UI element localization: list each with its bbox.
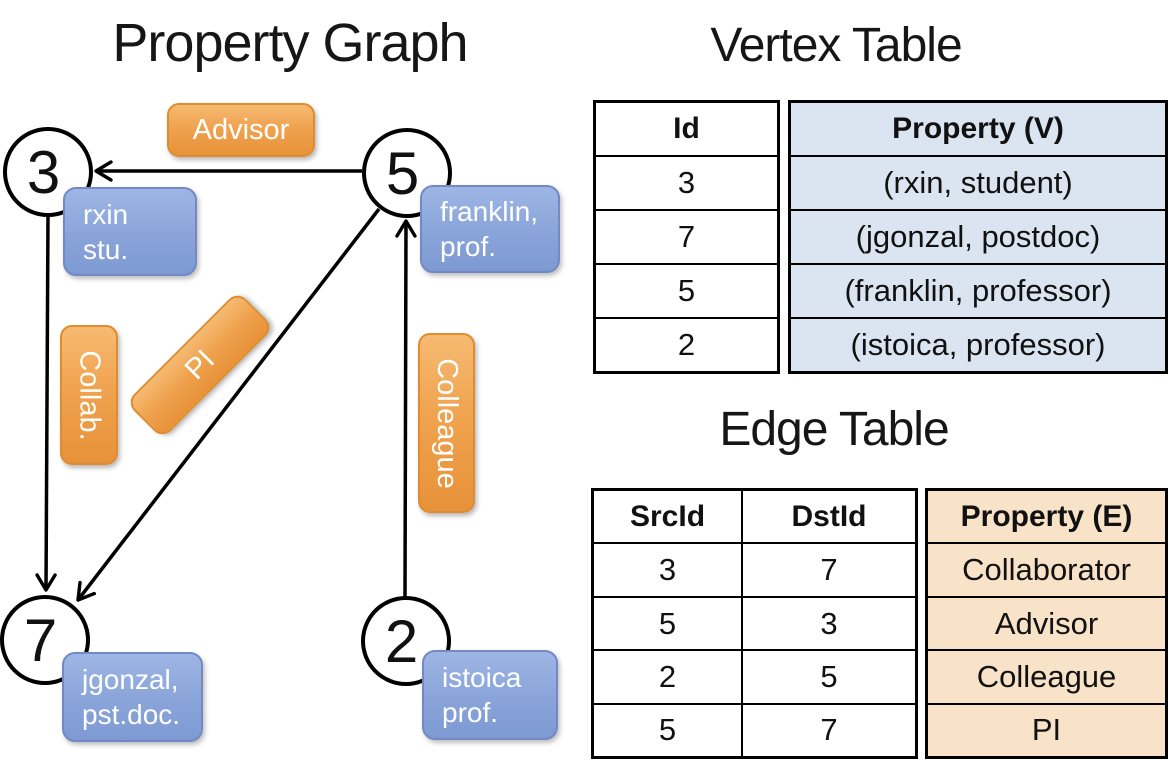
vertex-node-5: 5 — [362, 128, 452, 218]
table-row: (istoica, professor) — [791, 317, 1165, 371]
edge-property-cell: Collaborator — [962, 552, 1131, 588]
vertex-node-3-id: 3 — [26, 138, 61, 206]
table-row: 3 7 — [594, 542, 915, 596]
edge-table-srcid-header: SrcId — [594, 491, 743, 543]
edge-property-cell: Advisor — [994, 605, 1099, 641]
table-row: PI — [928, 702, 1165, 756]
table-row: 3 — [596, 155, 777, 209]
edge-dstid-cell: 7 — [820, 552, 838, 588]
edge-property-cell: Colleague — [976, 658, 1117, 694]
edge-pi-5-to-7 — [76, 207, 381, 602]
vertex-node-2-id: 2 — [384, 607, 419, 675]
vertex-property-cell: (rxin, student) — [883, 165, 1073, 200]
edge-dstid-cell: 7 — [820, 712, 838, 748]
table-row: Collaborator — [928, 542, 1165, 595]
vertex-property-line: jgonzal, — [82, 664, 179, 695]
edge-table-dstid-header: DstId — [791, 499, 867, 533]
vertex-property-box-rxin: rxin stu. — [63, 187, 197, 276]
edge-dstid-cell: 3 — [820, 605, 838, 641]
vertex-property-cell: (jgonzal, postdoc) — [855, 219, 1101, 254]
edge-label-colleague: Colleague — [418, 333, 475, 513]
table-row: (rxin, student) — [791, 155, 1165, 209]
vertex-property-line: istoica — [442, 662, 522, 693]
vertex-id-cell: 5 — [677, 273, 696, 308]
table-row: (jgonzal, postdoc) — [791, 209, 1165, 263]
graph-edges — [35, 160, 417, 602]
vertex-property-box-istoica: istoica prof. — [422, 650, 558, 740]
edge-dstid-cell: 5 — [820, 658, 838, 694]
vertex-table-id-header: Id — [673, 112, 700, 145]
vertex-id-cell: 3 — [677, 165, 696, 200]
vertex-property-cell: (istoica, professor) — [850, 327, 1106, 362]
table-row: 5 7 — [594, 702, 915, 757]
vertex-table-property-header: Property (V) — [892, 112, 1064, 145]
table-row: 7 — [596, 209, 777, 263]
table-row: (franklin, professor) — [791, 263, 1165, 317]
vertex-property-cell: (franklin, professor) — [844, 273, 1112, 308]
edge-table-id-columns: SrcId DstId 3 7 5 3 2 5 5 7 — [591, 488, 918, 759]
table-row: Colleague — [928, 649, 1165, 702]
vertex-property-line: prof. — [440, 231, 497, 262]
edge-srcid-cell: 5 — [594, 704, 743, 757]
vertex-table-property-column: Property (V) (rxin, student) (jgonzal, p… — [788, 100, 1168, 374]
vertex-property-line: stu. — [83, 233, 129, 265]
edge-label-text: Advisor — [192, 113, 290, 146]
edge-label-text: Colleague — [431, 357, 464, 489]
edge-colleague-2-to-5 — [395, 219, 417, 598]
table-row: 2 5 — [594, 649, 915, 703]
vertex-property-box-jgonzal: jgonzal, pst.doc. — [62, 652, 203, 742]
vertex-property-box-franklin: franklin, prof. — [420, 185, 560, 273]
table-row: 5 3 — [594, 595, 915, 650]
vertex-property-line: pst.doc. — [82, 699, 181, 730]
edge-srcid-cell: 5 — [594, 597, 743, 650]
edge-srcid-cell: 3 — [594, 544, 743, 596]
edge-label-text: PI — [178, 343, 221, 386]
vertex-property-line: prof. — [442, 697, 499, 728]
vertex-table-id-column: Id 3 7 5 2 — [593, 100, 780, 374]
table-row: Advisor — [928, 595, 1165, 649]
edge-srcid-cell: 2 — [594, 651, 743, 703]
vertex-node-2: 2 — [361, 596, 451, 686]
edge-collab-3-to-7 — [35, 213, 57, 592]
edge-property-cell: PI — [1031, 712, 1062, 748]
vertex-property-line: franklin, — [440, 196, 539, 227]
table-row: 2 — [596, 317, 777, 371]
edge-table-property-column: Property (E) Collaborator Advisor Collea… — [925, 488, 1168, 759]
edge-table-title: Edge Table — [719, 403, 949, 456]
vertex-id-cell: 2 — [677, 327, 696, 362]
vertex-node-5-id: 5 — [385, 139, 420, 207]
vertex-property-line: rxin — [83, 198, 129, 230]
table-row: 5 — [596, 263, 777, 317]
edge-table-property-header: Property (E) — [960, 499, 1133, 533]
edge-label-advisor: Advisor — [167, 103, 315, 157]
vertex-table-title: Vertex Table — [710, 19, 962, 72]
edge-label-collab: Collab. — [60, 325, 118, 465]
property-graph-title: Property Graph — [112, 13, 468, 73]
edge-label-text: Collab. — [73, 349, 106, 441]
vertex-id-cell: 7 — [677, 219, 696, 254]
vertex-node-7-id: 7 — [23, 606, 58, 674]
